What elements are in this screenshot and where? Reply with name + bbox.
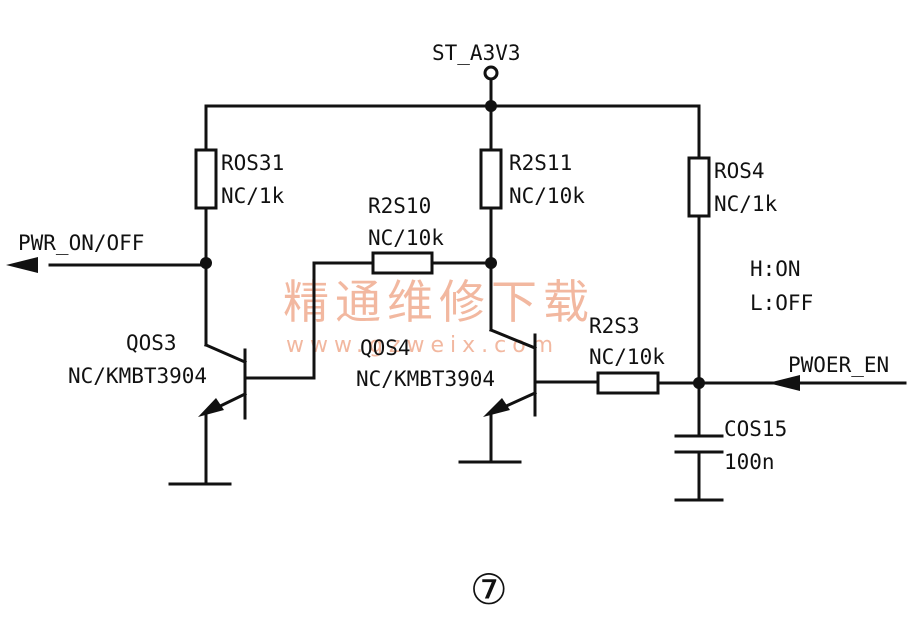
qos4-name: QOS4 bbox=[360, 336, 411, 360]
qos3-collector bbox=[204, 343, 247, 364]
qos3-emitter-arrow-icon bbox=[198, 398, 224, 417]
resistor-ros31 bbox=[194, 148, 218, 210]
supply-terminal bbox=[483, 65, 499, 81]
qos4-collector bbox=[489, 328, 537, 350]
qos4-emitter-arrow-icon bbox=[483, 398, 510, 417]
ros31-value: NC/1k bbox=[221, 184, 285, 208]
qos3-name: QOS3 bbox=[126, 331, 177, 355]
qos4-part: NC/KMBT3904 bbox=[356, 367, 495, 391]
qos3-part: NC/KMBT3904 bbox=[68, 364, 207, 388]
resistor-r2s11 bbox=[479, 148, 503, 210]
resistor-r2s10 bbox=[371, 251, 434, 275]
cos15-name: COS15 bbox=[724, 417, 787, 441]
junction-middle bbox=[485, 257, 497, 269]
input-arrow-icon bbox=[768, 375, 800, 391]
ros4-name: ROS4 bbox=[714, 159, 765, 183]
r2s11-name: R2S11 bbox=[509, 151, 572, 175]
r2s3-name: R2S3 bbox=[589, 314, 640, 338]
output-signal-label: PWR_ON/OFF bbox=[18, 231, 144, 255]
watermark-url: www.gzweix.com bbox=[286, 333, 559, 358]
input-signal-label: PWOER_EN bbox=[788, 353, 889, 377]
watermark-chinese: 精通维修下载 bbox=[283, 275, 595, 329]
supply-label: ST_A3V3 bbox=[432, 41, 521, 65]
junction-top bbox=[485, 100, 497, 112]
r2s10-value: NC/10k bbox=[368, 226, 444, 250]
resistor-r2s3 bbox=[596, 371, 660, 395]
junction-right bbox=[693, 377, 705, 389]
cos15-value: 100n bbox=[724, 450, 775, 474]
logic-high-note: H:ON bbox=[750, 257, 801, 281]
ros4-value: NC/1k bbox=[714, 192, 778, 216]
resistor-ros4 bbox=[687, 156, 711, 218]
r2s11-value: NC/10k bbox=[509, 184, 585, 208]
output-arrow-icon bbox=[6, 257, 38, 273]
logic-low-note: L:OFF bbox=[750, 291, 813, 315]
r2s10-name: R2S10 bbox=[368, 194, 431, 218]
figure-number: ⑦ bbox=[470, 565, 508, 614]
junction-left bbox=[200, 257, 212, 269]
watermark: 精通维修下载 www.gzweix.com bbox=[283, 275, 595, 358]
r2s3-value: NC/10k bbox=[589, 345, 665, 369]
ros31-name: ROS31 bbox=[221, 151, 284, 175]
